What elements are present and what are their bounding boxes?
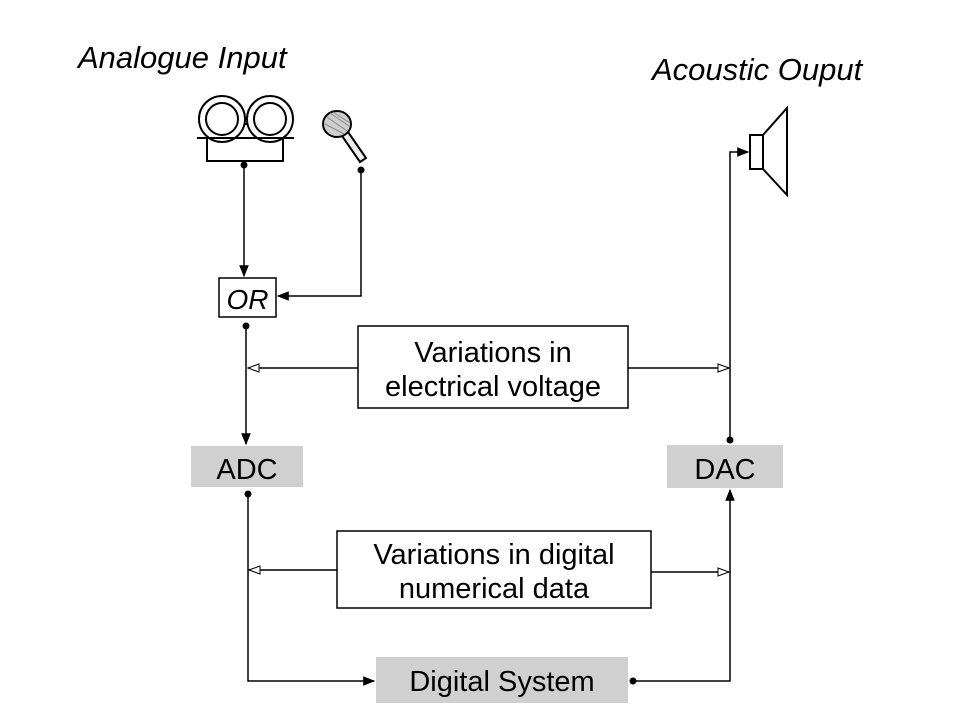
acoustic-output-title: Acoustic Ouput <box>650 52 864 87</box>
or-box <box>218 277 277 318</box>
speaker-icon <box>749 105 788 198</box>
dot-digital <box>629 677 637 685</box>
microphone-icon <box>322 110 368 164</box>
adc-block <box>191 446 303 487</box>
dac-label: DAC <box>694 454 755 486</box>
dot-adc <box>244 490 252 498</box>
dac-block <box>667 445 783 488</box>
adc-to-digital-connector <box>247 494 376 686</box>
voltage-line-1: Variations in <box>414 337 571 369</box>
digital-to-dac-connector <box>633 488 735 682</box>
analogue-input-title: Analogue Input <box>76 40 288 75</box>
dot-mic <box>357 166 365 174</box>
digital-line-1: Variations in digital <box>373 539 614 571</box>
digital-line-2: numerical data <box>399 573 590 605</box>
voltage-line-2: electrical voltage <box>385 371 601 403</box>
digital-system-label: Digital System <box>409 666 594 698</box>
or-label: OR <box>227 284 269 315</box>
mic-to-or-connector <box>276 170 362 301</box>
digital-system-block <box>376 657 628 703</box>
tape-recorder-icon <box>197 95 294 162</box>
voltage-variations-box <box>357 325 629 409</box>
dot-tape <box>240 161 248 169</box>
dac-to-speaker-connector <box>729 147 750 440</box>
connection-dots <box>240 161 734 685</box>
adc-label: ADC <box>216 454 277 486</box>
dot-dac <box>726 436 734 444</box>
dot-or <box>242 322 250 330</box>
